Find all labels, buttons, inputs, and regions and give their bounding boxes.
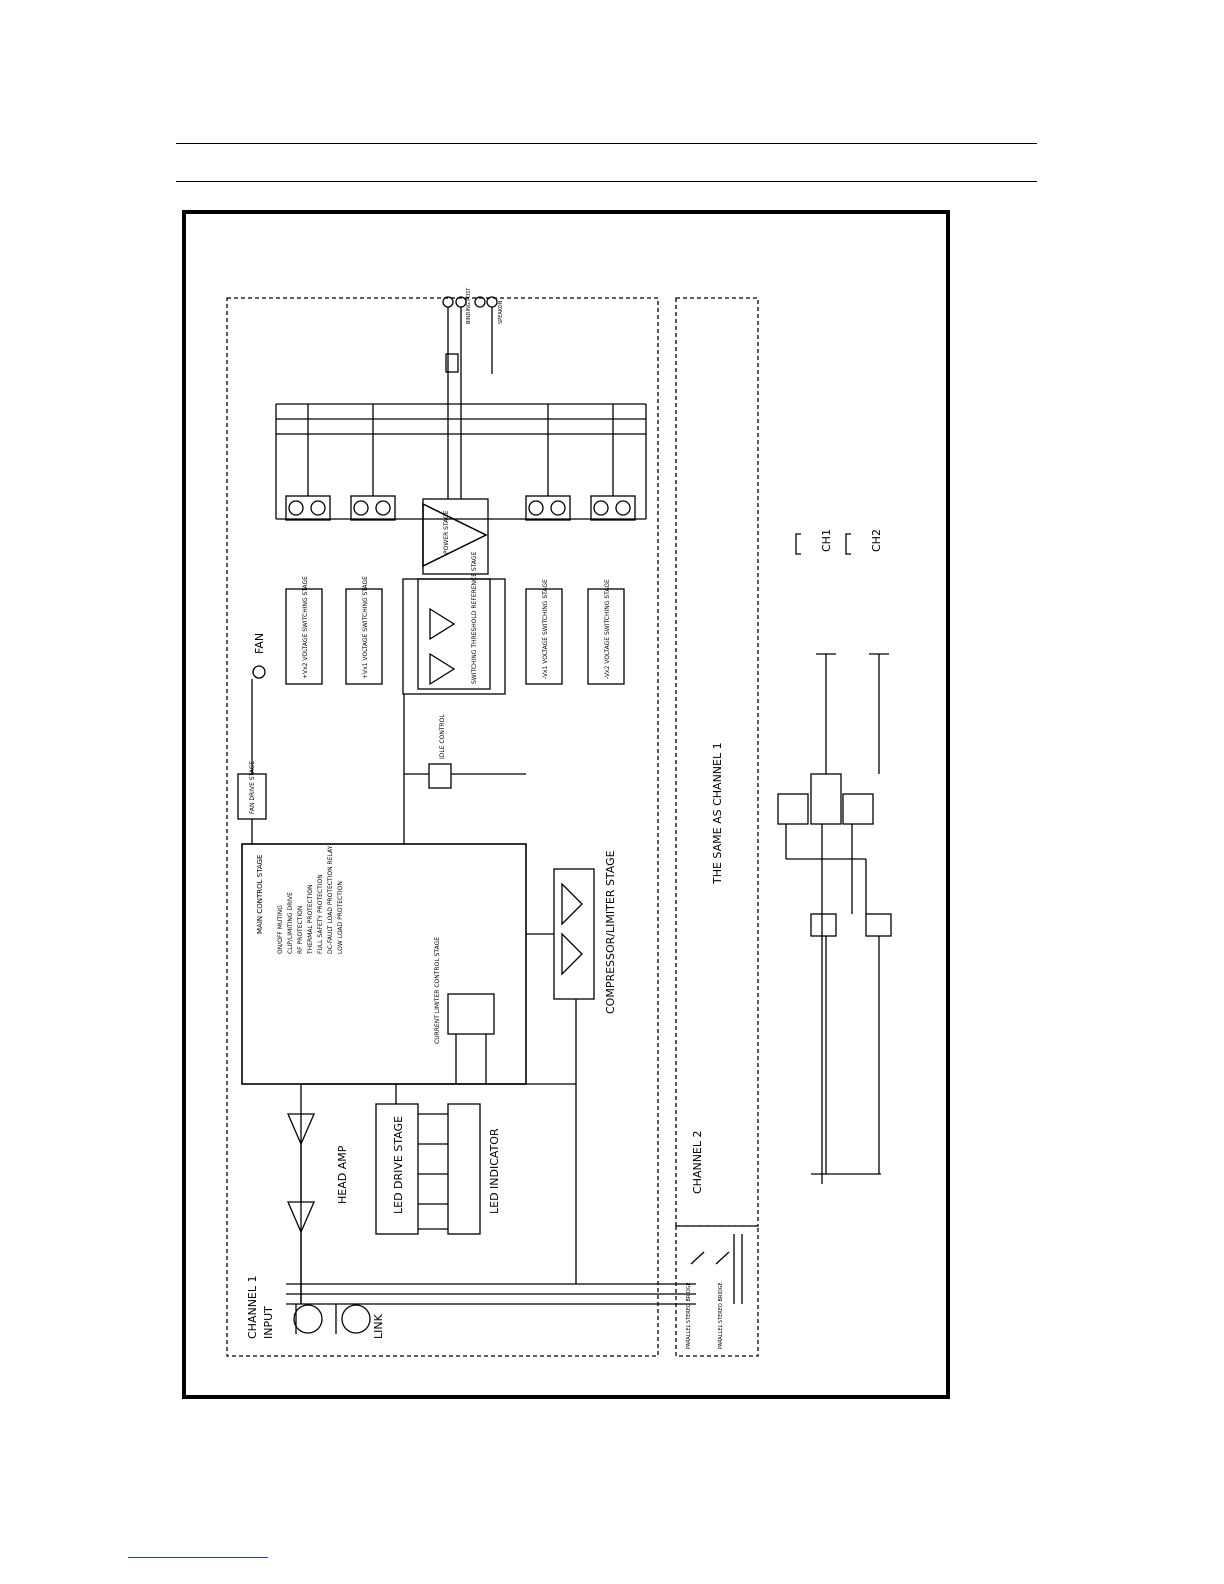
binding-post-label: BINDING POST xyxy=(466,287,472,324)
led-indicator xyxy=(447,1103,481,1235)
main-control-stage xyxy=(241,843,527,1085)
main-control-item-2: CLIP/LIMITING DRIVE xyxy=(287,892,294,954)
main-control-item-7: LOW LOAD PROTECTION xyxy=(337,881,344,954)
channel2-enclosure xyxy=(675,297,759,1227)
fan-drive-label: FAN DRIVE STAGE xyxy=(249,761,256,814)
voltage-stage-1 xyxy=(285,588,323,685)
voltage-stage-2 xyxy=(345,588,383,685)
speakon-label: SPEAKON xyxy=(498,300,504,324)
main-control-item-5: FULL SAFETY PROTECTION xyxy=(317,874,324,954)
idle-control xyxy=(428,763,452,789)
link-xlr-icon xyxy=(341,1304,371,1334)
idle-control-label: IDLE CONTROL xyxy=(439,714,446,759)
compressor-limiter-stage xyxy=(553,868,595,1000)
block-diagram-frame: CHANNEL 1 INPUT LINK HEAD AMP LED DRIVE … xyxy=(182,210,950,1399)
current-limiter-control xyxy=(447,993,495,1035)
fan-label: FAN xyxy=(253,633,266,654)
channel2-label: CHANNEL 2 xyxy=(691,1130,704,1194)
main-control-label: MAIN CONTROL STAGE xyxy=(256,855,264,934)
led-indicator-label: LED INDICATOR xyxy=(488,1128,501,1214)
voltage-stage-4 xyxy=(587,588,625,685)
ch1-label: CH1 xyxy=(820,529,833,552)
led-drive-stage xyxy=(375,1103,419,1235)
link-label: LINK xyxy=(372,1313,385,1339)
channel1-enclosure xyxy=(226,297,659,1357)
main-control-item-4: THERMAL PROTECTION xyxy=(307,885,314,955)
switching-stage-label: SWITCHING THRESHOLD REFERENCE STAGE xyxy=(471,551,478,684)
mode-label-1: PARALLEL STEREO BRIDGE xyxy=(686,1282,692,1349)
compressor-label: COMPRESSOR/LIMITER STAGE xyxy=(604,850,617,1014)
block-diagram: CHANNEL 1 INPUT LINK HEAD AMP LED DRIVE … xyxy=(226,287,892,1357)
input-xlr-icon xyxy=(293,1304,323,1334)
channel2-note: THE SAME AS CHANNEL 1 xyxy=(711,742,724,885)
mode-label-2: PARALLEL STEREO BRIDGE xyxy=(718,1282,724,1349)
channel1-label: CHANNEL 1 xyxy=(246,1275,259,1339)
fan-icon xyxy=(252,665,266,679)
main-control-item-6: DC-FAULT LOAD PROTECTION RELAY xyxy=(327,845,334,954)
voltage-stage-label-2: +Vx1 VOLTAGE SWITCHING STAGE xyxy=(362,576,369,679)
footer-link-rule xyxy=(128,1557,268,1558)
main-control-item-3: RF PROTECTION xyxy=(297,906,304,954)
mode-switch-enclosure xyxy=(675,1225,759,1357)
header-rule-bottom xyxy=(176,181,1037,182)
voltage-stage-label-4: -Vx2 VOLTAGE SWITCHING STAGE xyxy=(604,579,611,679)
power-stage-label: POWER STAGE xyxy=(443,510,450,554)
switching-threshold-stage xyxy=(417,578,491,690)
led-drive-label: LED DRIVE STAGE xyxy=(392,1116,405,1214)
input-label: INPUT xyxy=(262,1306,275,1339)
voltage-stage-label-1: +Vx2 VOLTAGE SWITCHING STAGE xyxy=(302,576,309,679)
header-rule-top xyxy=(176,143,1037,144)
voltage-stage-3 xyxy=(525,588,563,685)
ch2-label: CH2 xyxy=(870,529,883,552)
head-amp-label: HEAD AMP xyxy=(336,1145,349,1204)
main-control-item-1: ON/OFF MUTING xyxy=(277,905,284,954)
voltage-stage-label-3: -Vx1 VOLTAGE SWITCHING STAGE xyxy=(542,579,549,679)
head-amp-1 xyxy=(287,1113,315,1146)
current-limiter-label: CURRENT LIMITER CONTROL STAGE xyxy=(434,937,441,1044)
